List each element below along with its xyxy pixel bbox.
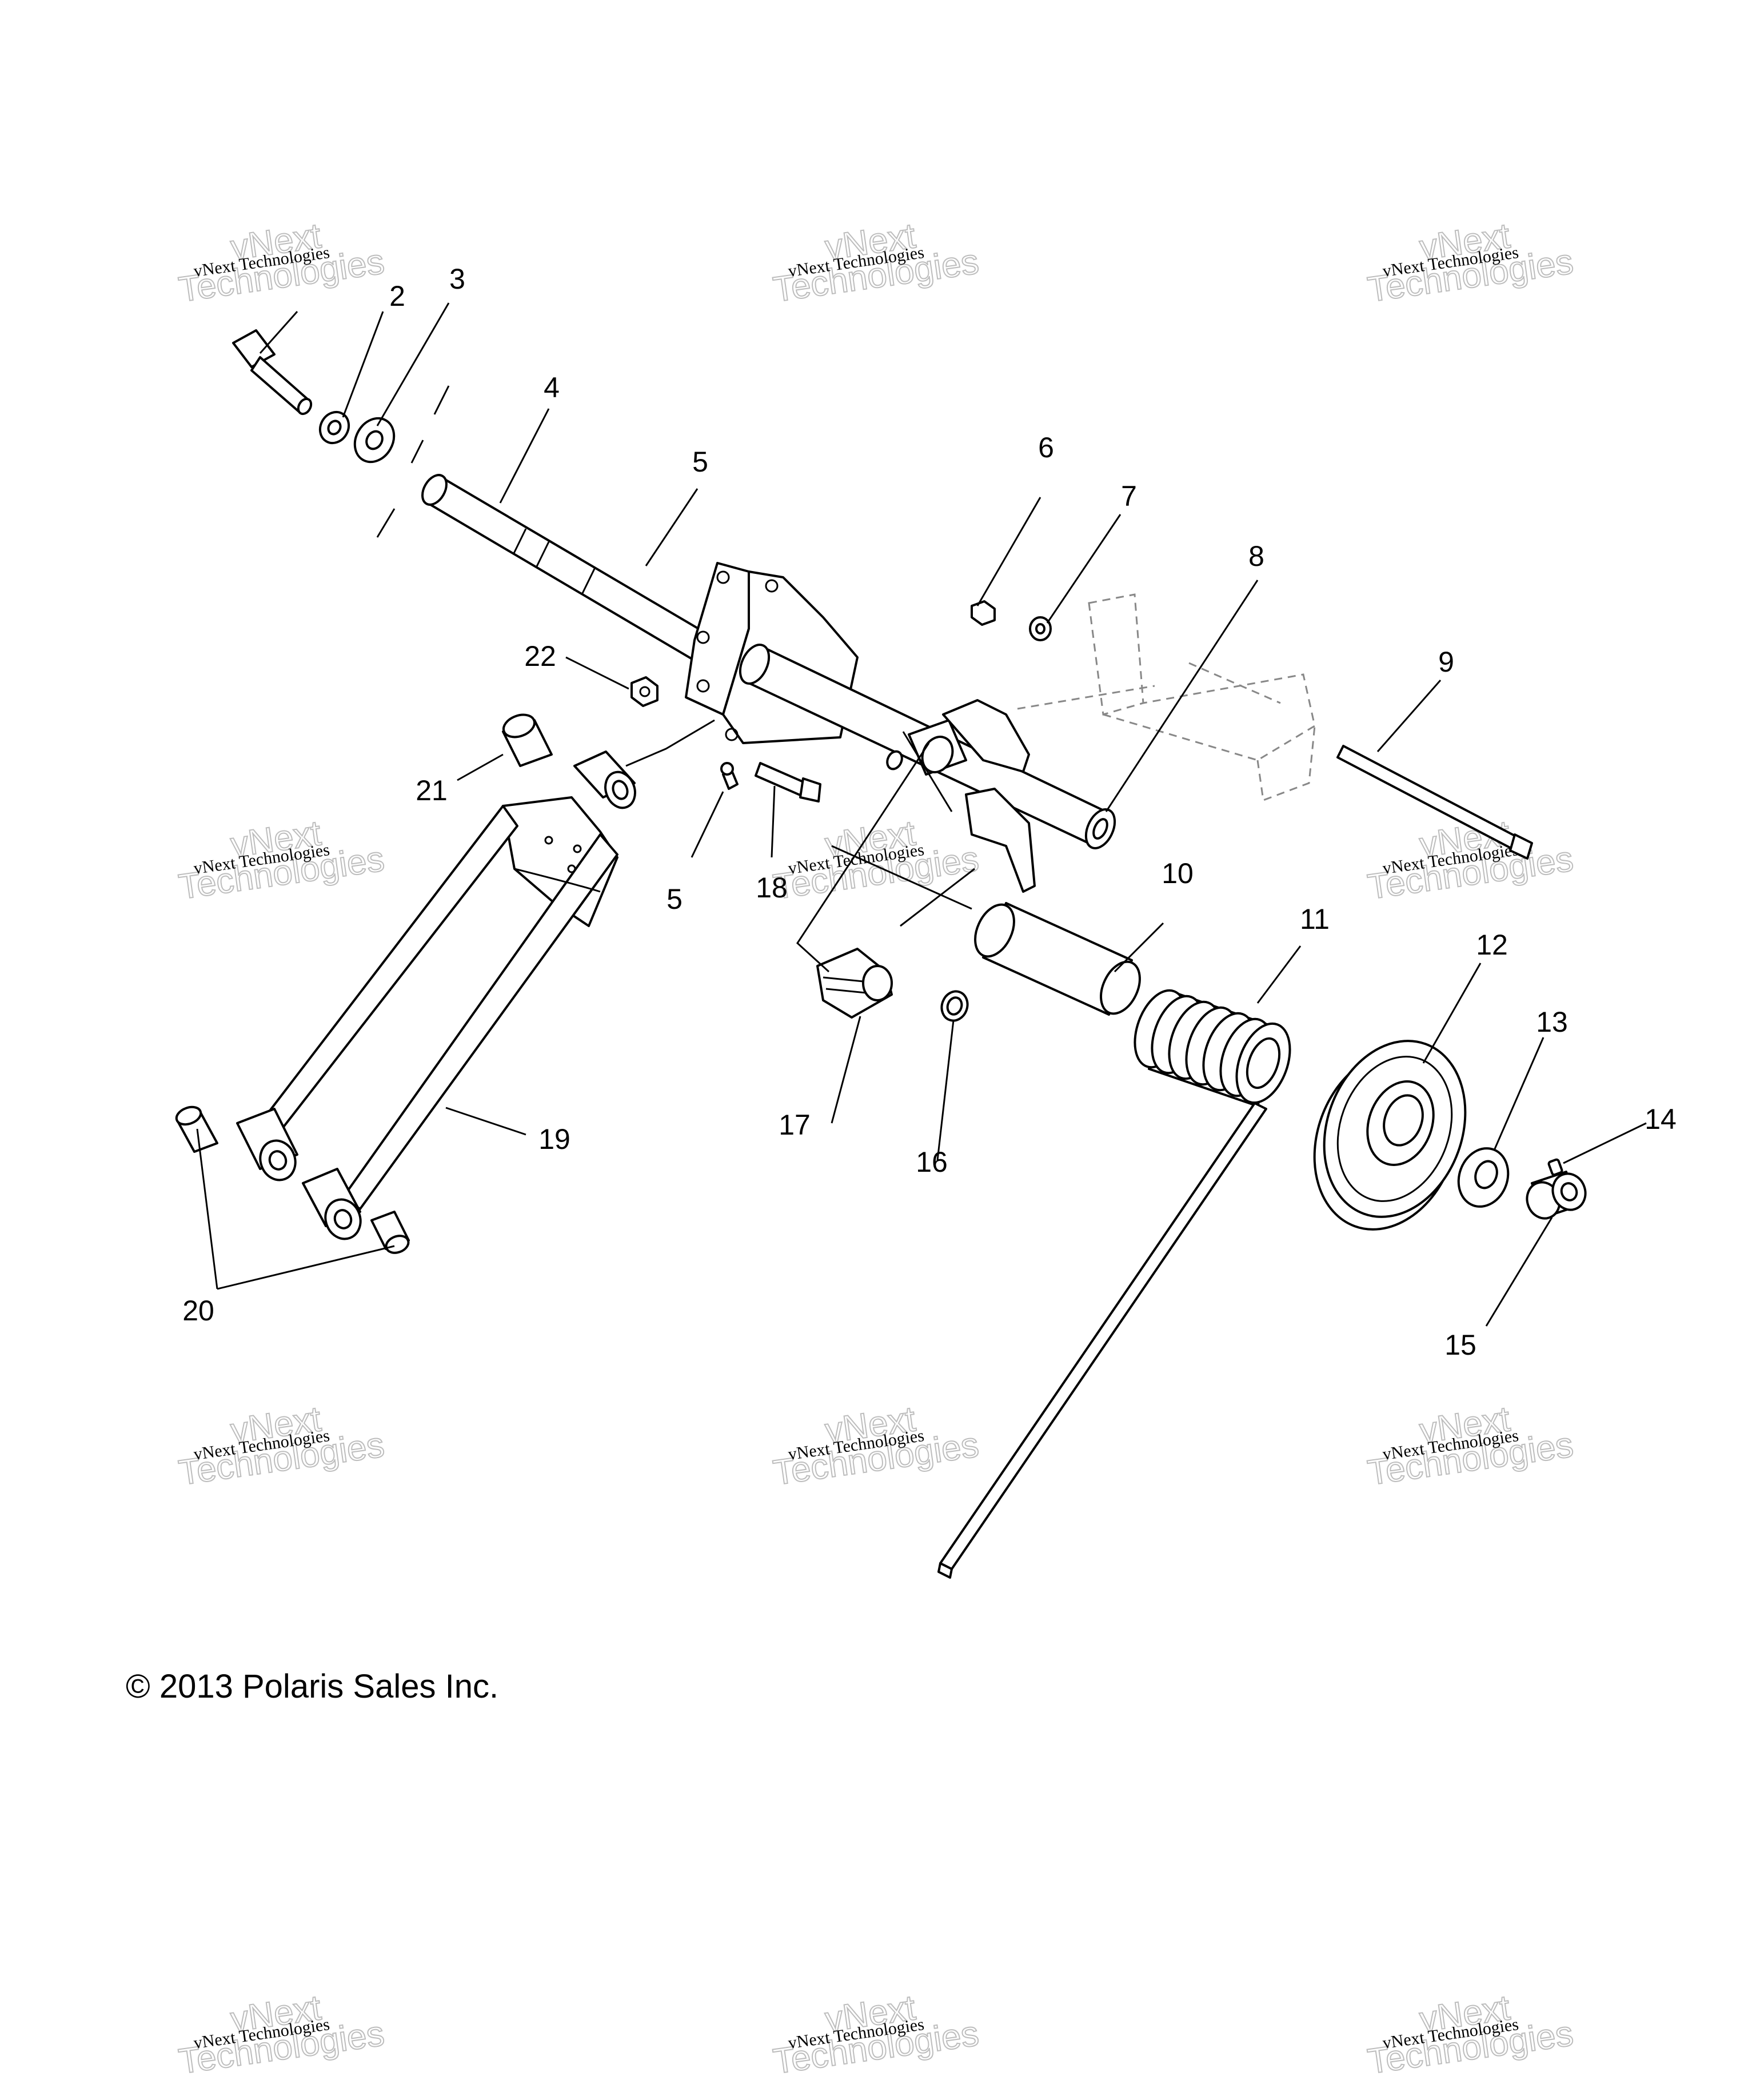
callout-5-lower: 5 <box>667 883 683 915</box>
watermark: Technologies vNext vNext Technologies <box>770 813 981 908</box>
callouts: 2 3 4 5 6 7 8 9 22 21 5 18 10 11 12 13 1… <box>182 263 1677 1361</box>
part-arm-bracket <box>942 699 1036 893</box>
callout-2: 2 <box>389 280 405 312</box>
part-bushing-lower-1 <box>175 1105 218 1153</box>
callout-7: 7 <box>1121 480 1137 512</box>
callout-19: 19 <box>538 1123 570 1155</box>
watermark: Technologies vNext vNext Technologies <box>1364 1987 1576 2082</box>
watermark: Technologies vNext vNext Technologies <box>175 813 387 908</box>
callout-13: 13 <box>1536 1006 1568 1038</box>
callout-21: 21 <box>416 774 448 807</box>
part-nut <box>630 676 658 707</box>
phantom-frame <box>1017 593 1316 802</box>
callout-11: 11 <box>1300 903 1330 935</box>
watermark: Technologies vNext vNext Technologies <box>175 215 387 310</box>
callout-17: 17 <box>779 1109 811 1141</box>
part-wheel <box>1313 1040 1467 1231</box>
watermark: Technologies vNext vNext Technologies <box>770 1399 981 1494</box>
callout-22: 22 <box>524 640 556 672</box>
part-cap <box>816 948 893 1019</box>
part-bolt-18 <box>755 762 821 803</box>
leader-lines <box>196 302 1647 1327</box>
watermark: Technologies vNext vNext Technologies <box>1364 1399 1576 1494</box>
callout-15: 15 <box>1444 1329 1476 1361</box>
alignment-marks <box>376 385 450 538</box>
part-long-rod <box>1336 745 1533 860</box>
watermark: Technologies vNext vNext Technologies <box>770 215 981 310</box>
part-torsion-spring <box>937 989 1291 1579</box>
part-washer-tiny <box>1029 616 1052 641</box>
part-washer-small <box>318 410 350 445</box>
part-bushing-21 <box>502 713 553 767</box>
part-washer-large <box>353 417 396 464</box>
watermark: Technologies vNext vNext Technologies <box>175 1987 387 2082</box>
part-washer-13 <box>1457 1147 1510 1208</box>
part-torque-arm <box>250 796 618 1210</box>
part-ring <box>940 990 969 1022</box>
callout-20: 20 <box>182 1295 214 1327</box>
callout-6: 6 <box>1038 432 1054 464</box>
copyright-text: © 2013 Polaris Sales Inc. <box>126 1668 498 1705</box>
part-bushing-lower-3 <box>302 1168 362 1240</box>
callout-5-upper: 5 <box>692 446 708 478</box>
part-bushing-lower-2 <box>236 1108 298 1181</box>
part-bushing-lower-4 <box>370 1211 410 1254</box>
part-bushing-upper <box>573 750 636 809</box>
callout-14: 14 <box>1645 1103 1677 1135</box>
part-collar-15 <box>1526 1171 1587 1220</box>
callout-16: 16 <box>916 1146 948 1178</box>
part-collar <box>908 719 967 776</box>
callout-8: 8 <box>1248 540 1264 572</box>
callout-9: 9 <box>1438 646 1454 678</box>
callout-18: 18 <box>756 872 788 904</box>
part-nut-small <box>971 600 996 626</box>
callout-3: 3 <box>449 263 465 295</box>
part-bolt <box>232 329 313 416</box>
part-spacer-tube <box>974 902 1141 1016</box>
watermark: Technologies vNext vNext Technologies <box>770 1987 981 2082</box>
callout-12: 12 <box>1476 929 1508 961</box>
part-pin <box>886 750 903 770</box>
callout-4: 4 <box>544 372 560 404</box>
part-grease-fitting <box>720 762 739 790</box>
watermark: Technologies vNext vNext Technologies <box>1364 215 1576 310</box>
callout-10: 10 <box>1162 857 1194 889</box>
watermark: Technologies vNext vNext Technologies <box>175 1399 387 1494</box>
